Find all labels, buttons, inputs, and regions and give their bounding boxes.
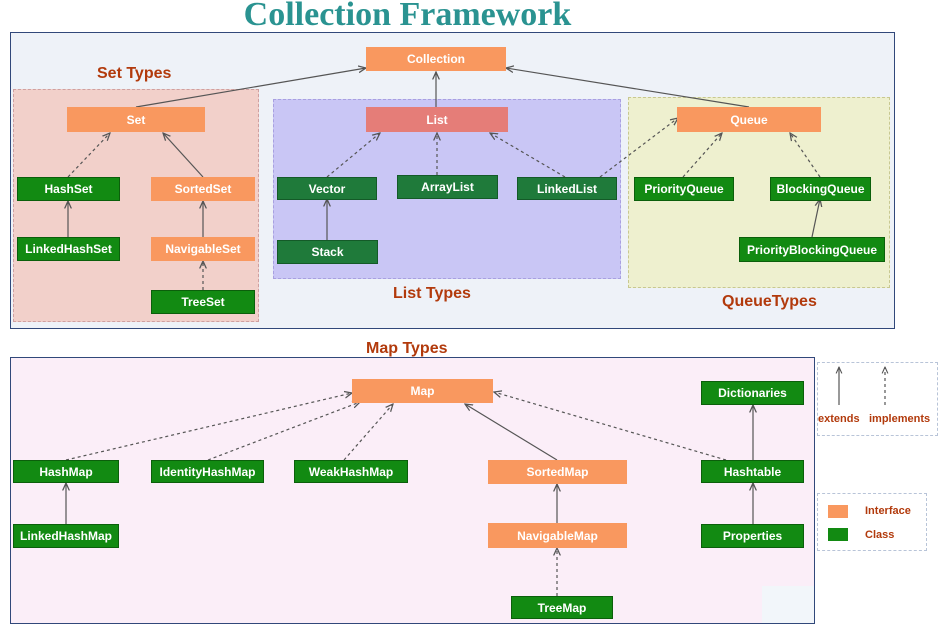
edge-vector-list [326, 133, 380, 178]
vector-node[interactable]: Vector [277, 177, 377, 200]
edge-hashtable-map [494, 392, 727, 461]
identityhashmap-node[interactable]: IdentityHashMap [151, 460, 264, 483]
interface-swatch [828, 505, 848, 518]
linkedhashset-node[interactable]: LinkedHashSet [17, 237, 120, 261]
implements-label: implements [869, 413, 931, 425]
edge-hashmap-map [65, 393, 352, 461]
edge-identityhashmap-map [207, 402, 360, 461]
set-node[interactable]: Set [67, 107, 205, 132]
navigableset-node[interactable]: NavigableSet [151, 237, 255, 261]
arrow-legend [817, 362, 938, 436]
map-node[interactable]: Map [352, 379, 493, 403]
edge-sortedset-set [163, 133, 204, 178]
edge-pbq-blockingqueue [811, 199, 820, 238]
list-node[interactable]: List [366, 107, 508, 132]
edge-set-collection [135, 68, 366, 108]
edge-priorityqueue-queue [682, 133, 722, 178]
map-types-label: Map Types [366, 340, 448, 357]
priorityqueue-node[interactable]: PriorityQueue [634, 177, 734, 201]
map-panel-corner [762, 586, 814, 623]
treemap-node[interactable]: TreeMap [511, 596, 613, 619]
page-title: Collection Framework [243, 0, 572, 33]
edge-sortedmap-map [465, 404, 558, 461]
hashmap-node[interactable]: HashMap [13, 460, 119, 483]
interface-label: Interface [865, 505, 911, 517]
navigablemap-node[interactable]: NavigableMap [488, 523, 627, 548]
treeset-node[interactable]: TreeSet [151, 290, 255, 314]
edge-hashset-set [67, 133, 110, 178]
node-type-legend [817, 493, 927, 551]
hashtable-node[interactable]: Hashtable [701, 460, 804, 483]
arraylist-node[interactable]: ArrayList [397, 175, 498, 199]
sortedset-node[interactable]: SortedSet [151, 177, 255, 201]
queue-node[interactable]: Queue [677, 107, 821, 132]
sortedmap-node[interactable]: SortedMap [488, 460, 627, 484]
linkedlist-node[interactable]: LinkedList [517, 177, 617, 200]
list-types-label: List Types [393, 285, 471, 302]
dictionaries-node[interactable]: Dictionaries [701, 381, 804, 405]
arrow-legend-icons [818, 363, 939, 405]
collection-node[interactable]: Collection [366, 47, 506, 71]
weakhashmap-node[interactable]: WeakHashMap [294, 460, 408, 483]
edge-queue-collection [506, 68, 750, 108]
priorityblockingqueue-node[interactable]: PriorityBlockingQueue [739, 237, 885, 262]
class-label: Class [865, 529, 895, 541]
properties-node[interactable]: Properties [701, 524, 804, 548]
stack-node[interactable]: Stack [277, 240, 378, 264]
blockingqueue-node[interactable]: BlockingQueue [770, 177, 871, 201]
class-swatch [828, 528, 848, 541]
edge-linkedlist-queue [599, 118, 678, 178]
linkedhashmap-node[interactable]: LinkedHashMap [13, 524, 119, 548]
edge-linkedlist-list [490, 133, 566, 178]
edge-weakhashmap-map [343, 404, 393, 461]
extends-label: extends [818, 413, 860, 425]
set-types-label: Set Types [97, 65, 172, 82]
queue-types-label: QueueTypes [722, 293, 817, 310]
hashset-node[interactable]: HashSet [17, 177, 120, 201]
edge-blockingqueue-queue [790, 133, 821, 178]
